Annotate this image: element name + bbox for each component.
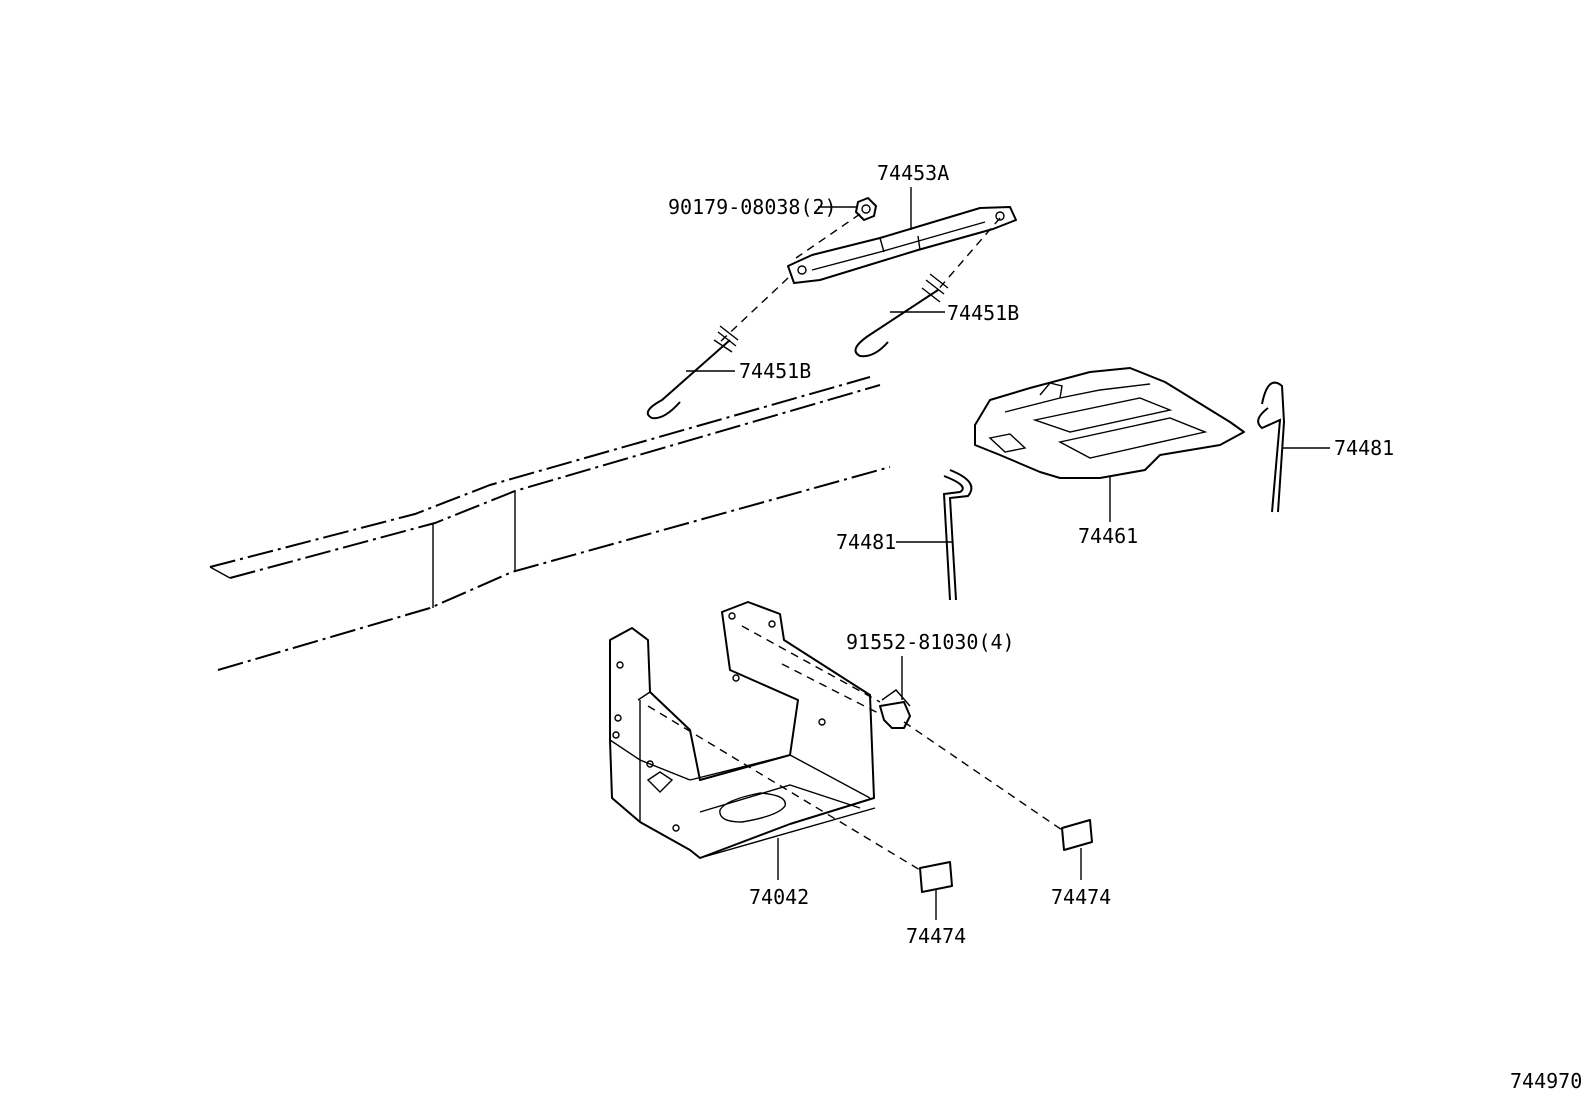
part-74481-wire-right[interactable] (1257, 381, 1286, 513)
part-90179-08038-nut[interactable] (855, 197, 877, 221)
callout-90179-08038: 90179-08038(2) (668, 195, 837, 219)
callout-91552-81030: 91552-81030(4) (846, 630, 1015, 654)
part-74481-wire-left[interactable] (942, 469, 973, 601)
part-74042-carrier[interactable] (609, 601, 876, 859)
callout-74474-right: 74474 (1051, 885, 1111, 909)
callout-74481-right: 74481 (1334, 436, 1394, 460)
part-74451B-rod-left[interactable] (646, 325, 739, 420)
callout-74451B-right: 74451B (947, 301, 1019, 325)
illustration-id: 744970 (1510, 1069, 1582, 1093)
callout-labels: 74453A 90179-08038(2) 74451B 74451B 7448… (668, 161, 1582, 1093)
callout-74481-left: 74481 (836, 530, 896, 554)
callout-74451B-left: 74451B (739, 359, 811, 383)
part-74474-cushion-left[interactable] (919, 861, 953, 893)
callout-74453A: 74453A (877, 161, 949, 185)
leader-lines (686, 187, 1330, 920)
frame-rail (209, 376, 891, 671)
callout-74042: 74042 (749, 885, 809, 909)
part-91552-81030-bolt[interactable] (879, 689, 911, 729)
callout-74474-left: 74474 (906, 924, 966, 948)
part-74474-cushion-right[interactable] (1061, 819, 1093, 851)
part-74451B-rod-right[interactable] (854, 273, 949, 358)
assembly-lines (647, 213, 1063, 871)
callout-74461: 74461 (1078, 524, 1138, 548)
part-74453A-clamp[interactable] (787, 206, 1017, 284)
part-74461-cover[interactable] (974, 367, 1245, 479)
